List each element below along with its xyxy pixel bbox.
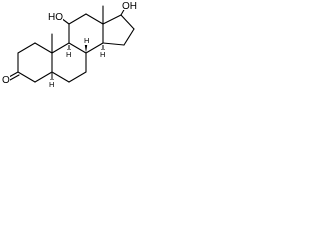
- ring-d: [102, 14, 135, 46]
- stereo-wedge-bonds: [84, 43, 88, 53]
- ring-c: [68, 13, 104, 54]
- atom-labels: O OH HO H H H H: [1, 0, 137, 89]
- oxygen-label: O: [2, 75, 10, 86]
- hydrogen-14-label: H: [100, 50, 105, 59]
- hydrogen-8-label: H: [84, 36, 89, 45]
- hydrogen-9-label: H: [66, 50, 71, 59]
- hydrogen-5-label: H: [49, 80, 54, 89]
- ring-b: [51, 42, 87, 83]
- steroid-structure-diagram: O OH HO H H H H: [1, 0, 137, 89]
- stereo-hash-bonds: [50, 45, 105, 81]
- hydroxyl-11-label: HO: [48, 12, 63, 23]
- carbonyl-bond: [8, 71, 20, 81]
- hydroxyl-17-label: OH: [122, 1, 137, 12]
- ring-a: [17, 42, 53, 83]
- methyl-groups: [51, 5, 104, 54]
